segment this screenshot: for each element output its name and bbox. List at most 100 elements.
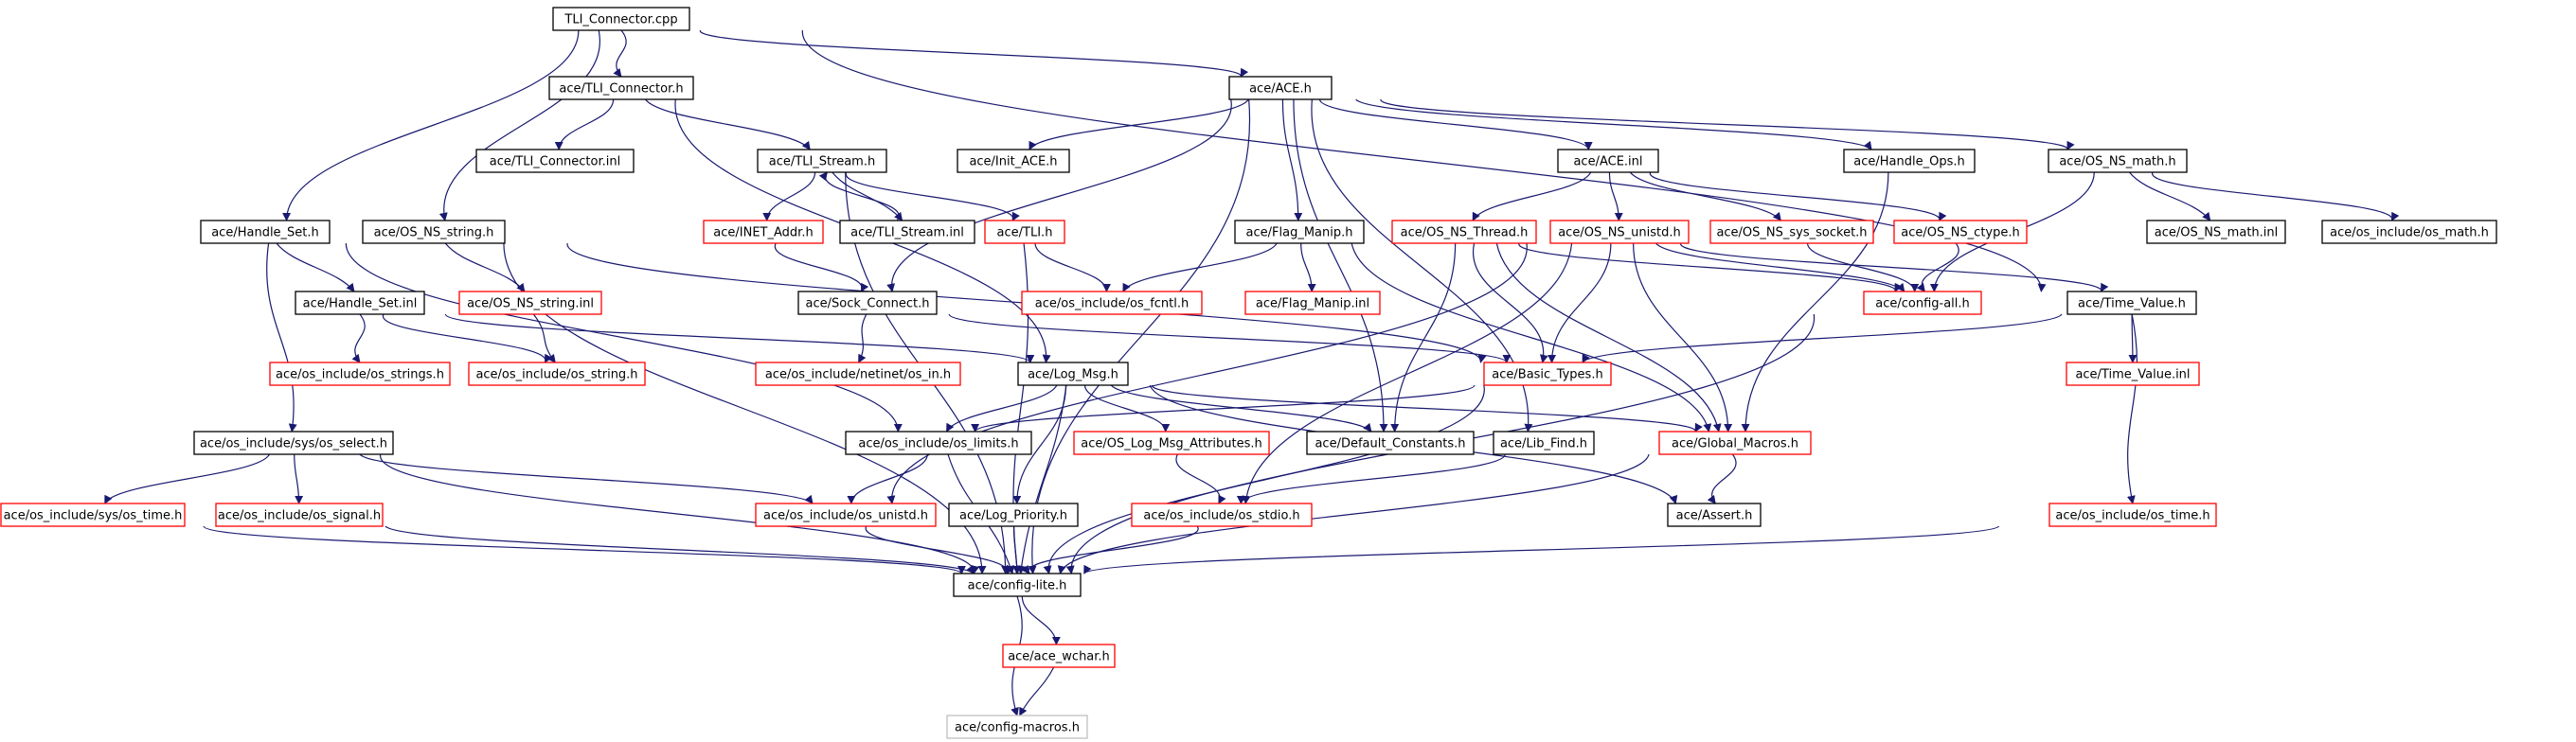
node-basic-types-h[interactable]: ace/Basic_Types.h — [1483, 362, 1612, 386]
edge-tli_stream_inl-to-tli_stream_h — [818, 171, 900, 221]
node-box — [2146, 220, 2286, 244]
node-box — [2066, 362, 2200, 386]
node-box — [1557, 149, 1659, 173]
edge-os_ns_string_inl-to-os_string_h — [532, 313, 556, 363]
edge-handle_set_h-to-os_limits_h — [345, 242, 903, 433]
node-os-log-msg-attributes-h[interactable]: ace/OS_Log_Msg_Attributes.h — [1073, 431, 1270, 455]
node-label: ace/OS_NS_Thread.h — [1401, 226, 1529, 240]
edge-os_ns_math_h-to-os_ns_math_inl — [2129, 171, 2211, 221]
node-box — [552, 7, 690, 31]
node-label: ace/Global_Macros.h — [1672, 437, 1798, 451]
node-os-unistd-h[interactable]: ace/os_include/os_unistd.h — [755, 503, 937, 527]
node-os-select-h[interactable]: ace/os_include/sys/os_select.h — [193, 431, 394, 455]
edge-config_lite_h-to-ace_wchar_h — [1021, 595, 1061, 645]
edge-sys_os_time_h-to-config_lite_h — [203, 525, 966, 574]
node-box — [1493, 431, 1595, 455]
node-os-math-h[interactable]: ace/os_include/os_math.h — [2321, 220, 2497, 244]
node-ace-wchar-h[interactable]: ace/ace_wchar.h — [1002, 644, 1116, 668]
node-box — [2066, 291, 2197, 315]
node-label: ace/Handle_Ops.h — [1853, 155, 1964, 169]
edge-flag_manip_h-to-flag_manip_inl — [1300, 242, 1316, 292]
node-label: ace/os_include/netinet/os_in.h — [765, 368, 951, 382]
node-os-ns-ctype-h[interactable]: ace/OS_NS_ctype.h — [1893, 220, 2028, 244]
node-label: ace/config-macros.h — [955, 721, 1080, 735]
edge-os_signal_h-to-config_lite_h — [385, 525, 975, 574]
node-os-ns-sys-socket-h[interactable]: ace/OS_NS_sys_socket.h — [1709, 220, 1874, 244]
node-box — [1234, 220, 1365, 244]
node-tli-h[interactable]: ace/TLI.h — [984, 220, 1065, 244]
node-ace-inl[interactable]: ace/ACE.inl — [1557, 149, 1659, 173]
node-sys-os-time-h[interactable]: ace/os_include/sys/os_time.h — [0, 503, 186, 527]
node-os-ns-math-inl[interactable]: ace/OS_NS_math.inl — [2146, 220, 2286, 244]
node-label: ace/os_include/os_string.h — [475, 368, 637, 382]
node-handle-set-h[interactable]: ace/Handle_Set.h — [200, 220, 331, 244]
node-os-ns-string-inl[interactable]: ace/OS_NS_string.inl — [458, 291, 602, 315]
node-os-ns-string-h[interactable]: ace/OS_NS_string.h — [362, 220, 506, 244]
node-label: ace/OS_NS_string.h — [374, 226, 494, 240]
node-time-value-inl[interactable]: ace/Time_Value.inl — [2066, 362, 2200, 386]
node-os-in-h[interactable]: ace/os_include/netinet/os_in.h — [755, 362, 961, 386]
node-box — [1021, 291, 1203, 315]
node-label: ace/os_include/os_strings.h — [276, 368, 444, 382]
node-global-macros-h[interactable]: ace/Global_Macros.h — [1658, 431, 1812, 455]
node-box — [2321, 220, 2497, 244]
node-os-time-h[interactable]: ace/os_include/os_time.h — [2048, 503, 2217, 527]
node-box — [984, 220, 1065, 244]
edge-handle_set_inl-to-os_string_h — [383, 313, 553, 363]
node-label: ace/Log_Msg.h — [1028, 368, 1118, 382]
node-os-fcntl-h[interactable]: ace/os_include/os_fcntl.h — [1021, 291, 1203, 315]
node-box — [953, 573, 1082, 597]
node-tli-connector-h[interactable]: ace/TLI_Connector.h — [548, 76, 694, 100]
node-box — [2048, 503, 2217, 527]
node-label: ace/Flag_Manip.inl — [1256, 297, 1369, 311]
node-label: ace/TLI_Stream.h — [769, 155, 875, 169]
node-box — [957, 149, 1070, 173]
node-box — [362, 220, 506, 244]
node-tli-connector-inl[interactable]: ace/TLI_Connector.inl — [475, 149, 635, 173]
node-flag-manip-h[interactable]: ace/Flag_Manip.h — [1234, 220, 1365, 244]
node-flag-manip-inl[interactable]: ace/Flag_Manip.inl — [1244, 291, 1381, 315]
node-label: ace/os_include/os_signal.h — [218, 509, 381, 523]
node-config-lite-h[interactable]: ace/config-lite.h — [953, 573, 1082, 597]
node-tli-stream-inl[interactable]: ace/TLI_Stream.inl — [839, 220, 975, 244]
node-label: ace/OS_NS_unistd.h — [1558, 226, 1681, 240]
node-handle-ops-h[interactable]: ace/Handle_Ops.h — [1843, 149, 1976, 173]
node-config-all-h[interactable]: ace/config-all.h — [1863, 291, 1982, 315]
node-lib-find-h[interactable]: ace/Lib_Find.h — [1493, 431, 1595, 455]
node-handle-set-inl[interactable]: ace/Handle_Set.inl — [295, 291, 425, 315]
node-label: ace/TLI_Connector.inl — [490, 155, 620, 169]
node-box — [1002, 644, 1116, 668]
node-inet-addr-h[interactable]: ace/INET_Addr.h — [703, 220, 824, 244]
node-time-value-h[interactable]: ace/Time_Value.h — [2066, 291, 2197, 315]
node-os-ns-math-h[interactable]: ace/OS_NS_math.h — [2048, 149, 2188, 173]
node-root[interactable]: TLI_Connector.cpp — [552, 7, 690, 31]
node-tli-stream-h[interactable]: ace/TLI_Stream.h — [757, 149, 887, 173]
edge-time_value_h-to-basic_types_h — [1582, 313, 2063, 363]
node-os-limits-h[interactable]: ace/os_include/os_limits.h — [845, 431, 1032, 455]
node-os-string-h[interactable]: ace/os_include/os_string.h — [468, 362, 646, 386]
node-assert-h[interactable]: ace/Assert.h — [1667, 503, 1762, 527]
node-label: ace/Lib_Find.h — [1500, 437, 1587, 451]
edge-handle_set_inl-to-os_strings_h — [351, 313, 366, 363]
node-sock-connect-h[interactable]: ace/Sock_Connect.h — [797, 291, 938, 315]
edge-os_limits_h-to-os_unistd_h — [847, 453, 928, 504]
node-default-constants-h[interactable]: ace/Default_Constants.h — [1306, 431, 1475, 455]
node-os-signal-h[interactable]: ace/os_include/os_signal.h — [215, 503, 384, 527]
node-os-ns-unistd-h[interactable]: ace/OS_NS_unistd.h — [1549, 220, 1690, 244]
edge-os_ns_ctype_h-to-config_all_h — [1916, 242, 1959, 292]
node-init-ace-h[interactable]: ace/Init_ACE.h — [957, 149, 1070, 173]
node-log-msg-h[interactable]: ace/Log_Msg.h — [1017, 362, 1129, 386]
node-ace-h[interactable]: ace/ACE.h — [1228, 76, 1333, 100]
node-box — [468, 362, 646, 386]
node-os-strings-h[interactable]: ace/os_include/os_strings.h — [269, 362, 451, 386]
edge-os_stdio_h-to-config_lite_h — [1021, 525, 1199, 574]
node-label: ace/os_include/os_math.h — [2330, 226, 2489, 240]
node-box — [797, 291, 938, 315]
node-box — [548, 76, 694, 100]
node-os-stdio-h[interactable]: ace/os_include/os_stdio.h — [1131, 503, 1313, 527]
node-box — [948, 503, 1079, 527]
node-log-priority-h[interactable]: ace/Log_Priority.h — [948, 503, 1079, 527]
edge-os_ns_sys_socket_h-to-config_all_h — [1806, 242, 1920, 292]
node-os-ns-thread-h[interactable]: ace/OS_NS_Thread.h — [1391, 220, 1537, 244]
